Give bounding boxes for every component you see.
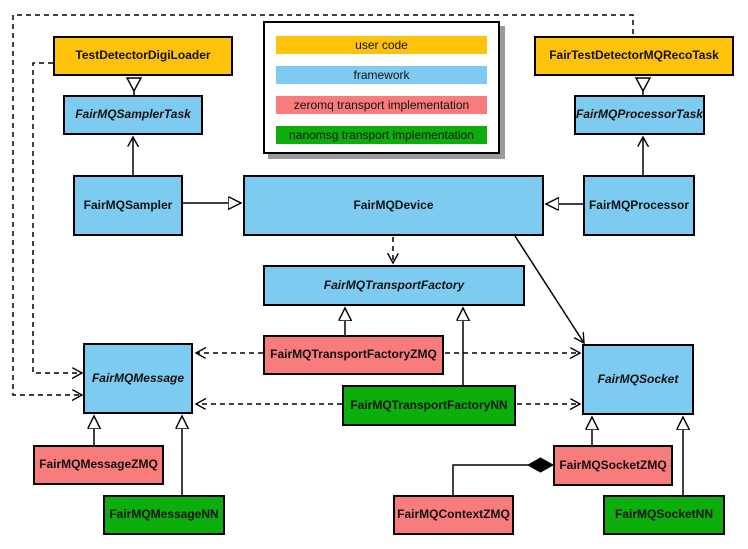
legend-item-nanomsg: nanomsg transport implementation [276,126,487,144]
class-box-fairmqprocessortask: FairMQProcessorTask [574,95,705,135]
class-box-fairmqsocketzmq: FairMQSocketZMQ [553,445,673,486]
inheritance-arrowhead [125,77,143,93]
class-box-fairmqmessagezmq: FairMQMessageZMQ [33,445,164,485]
class-box-fairmqcontextzmq: FairMQContextZMQ [393,495,514,535]
class-box-fairtestdetectormqrecotask: FairTestDetectorMQRecoTask [534,36,734,76]
class-box-fairmqtransportfactorynn: FairMQTransportFactoryNN [342,385,516,426]
class-box-fairmqtransportfactoryzmq: FairMQTransportFactoryZMQ [263,335,444,375]
edge-device-socket [514,235,584,343]
class-box-testdetectordigiloader: TestDetectorDigiLoader [53,36,233,76]
composition-diamond [526,457,555,473]
class-box-fairmqsocket: FairMQSocket [582,344,694,415]
edge-recotask-processortask [634,77,652,95]
class-box-fairmqmessage: FairMQMessage [83,343,193,414]
legend-box: user code framework zeromq transport imp… [263,21,500,154]
edge-contextzmq-socketzmq [452,457,555,495]
legend-item-user-code: user code [276,36,487,54]
class-box-fairmqprocessor: FairMQProcessor [583,175,695,236]
class-box-fairmqsampler: FairMQSampler [73,175,183,236]
legend-item-framework: framework [276,66,487,84]
edge-digiloader-samplertask [125,77,143,95]
class-box-fairmqsocketnn: FairMQSocketNN [603,495,725,535]
class-box-fairmqmessagenn: FairMQMessageNN [103,495,225,535]
inheritance-arrowhead [634,77,652,93]
legend-item-zeromq: zeromq transport implementation [276,96,487,114]
class-box-fairmqdevice: FairMQDevice [243,175,544,236]
class-box-fairmqsamplertask: FairMQSamplerTask [63,95,203,135]
class-box-fairmqtransportfactory: FairMQTransportFactory [263,265,525,306]
